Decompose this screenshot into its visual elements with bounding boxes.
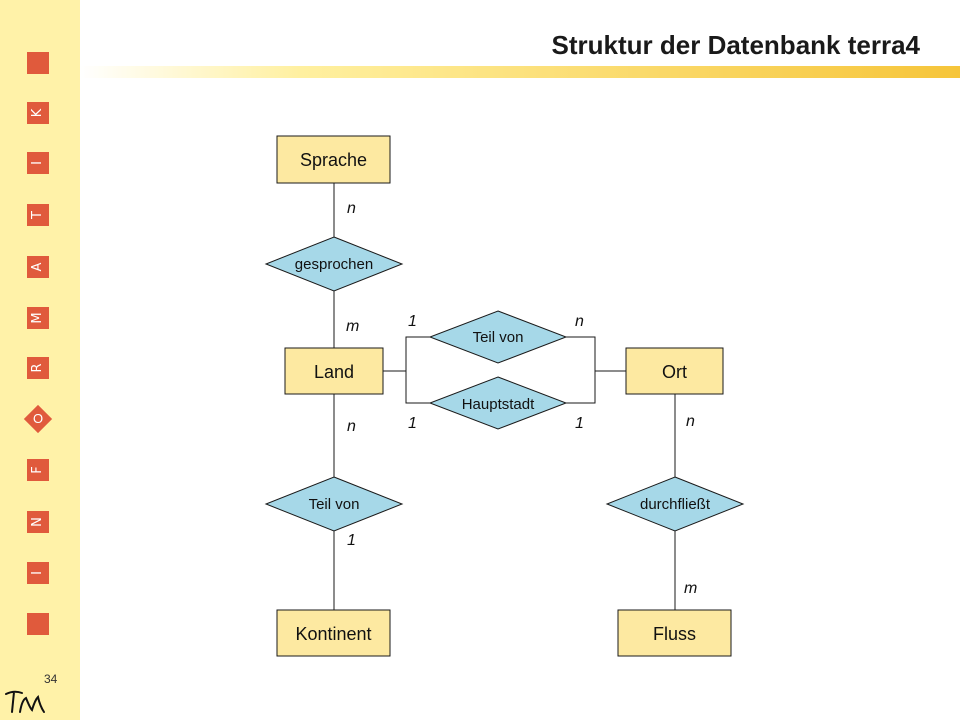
entity-sprache-label: Sprache [300,150,367,170]
card-ort-fluss-rel: n [686,413,695,430]
entity-kontinent-label: Kontinent [295,624,371,644]
tm-logo: TM [5,690,45,713]
relation-teil-von-ort-label: Teil von [473,329,524,346]
relation-gesprochen: gesprochen [264,236,404,292]
page-title: Struktur der Datenbank terra4 [551,30,920,60]
card-kontinent-rel: 1 [347,532,356,549]
relation-teil-von-ort: Teil von [428,310,568,364]
line-land-teilvon-ort [383,336,430,372]
entity-fluss-label: Fluss [653,624,696,644]
relation-hauptstadt: Hauptstadt [428,376,568,430]
relation-gesprochen-label: gesprochen [295,256,373,273]
line-land-hauptstadt [405,371,430,404]
entity-land: Land [284,347,384,395]
card-land-kontinent-rel: n [347,418,356,435]
line-hauptstadt-ort [566,371,596,404]
sidebar: K I T A M R O F N I 34 TM [0,0,80,720]
entity-ort-label: Ort [662,362,687,382]
entity-fluss: Fluss [617,609,732,657]
entity-sprache: Sprache [276,135,391,184]
card-fluss-rel: m [684,580,697,597]
relation-teil-von-kontinent: Teil von [264,476,404,532]
card-ort-teilvon: n [575,313,584,330]
entity-ort: Ort [625,347,724,395]
page-number: 34 [44,672,58,686]
relation-durchfliesst: durchfließt [605,476,745,532]
card-land-teilvon: 1 [408,313,417,330]
relation-durchfliesst-label: durchfließt [640,496,711,513]
card-sprache-gesprochen: n [347,200,356,217]
relation-hauptstadt-label: Hauptstadt [462,396,535,413]
card-land-gesprochen: m [346,318,359,335]
entity-land-label: Land [314,362,354,382]
card-land-hauptstadt: 1 [408,415,417,432]
entity-kontinent: Kontinent [276,609,391,657]
header-band [80,66,960,78]
relation-teil-von-kontinent-label: Teil von [309,496,360,513]
sidebar-square-bottom [27,613,49,635]
line-teilvon-ort-right [566,336,626,372]
card-ort-hauptstadt: 1 [575,415,584,432]
sidebar-square-top [27,52,49,74]
